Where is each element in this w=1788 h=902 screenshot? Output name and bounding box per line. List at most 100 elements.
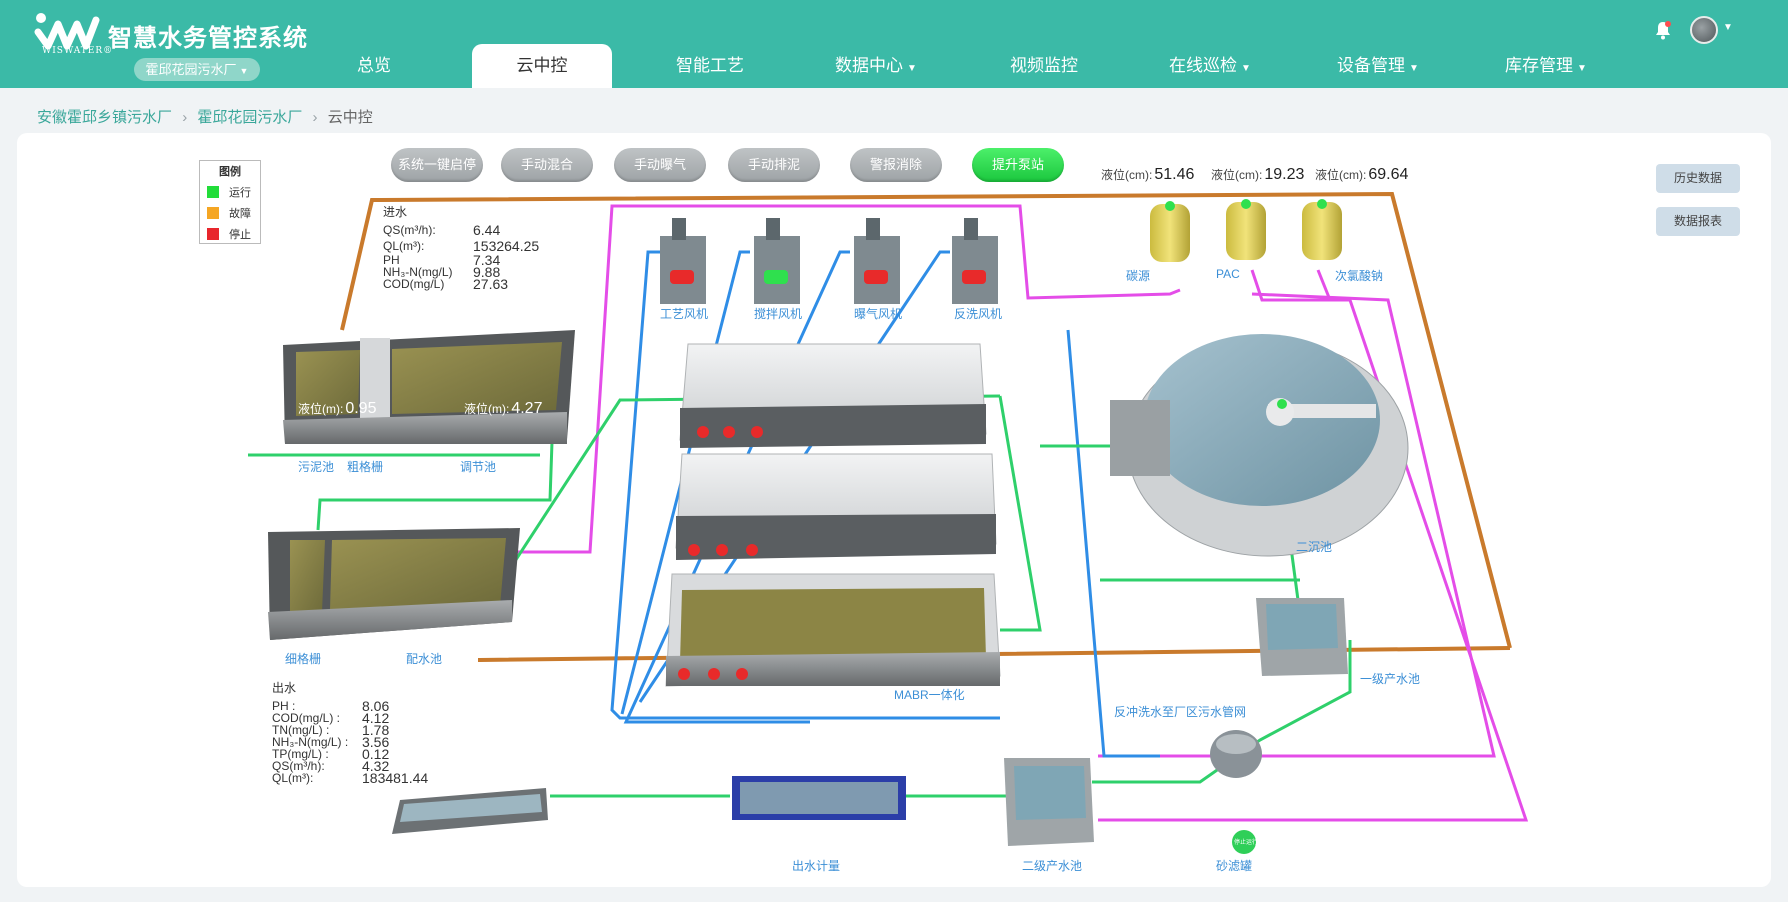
level-value: 51.46 <box>1154 166 1195 183</box>
avatar[interactable] <box>1690 16 1718 44</box>
tank-level-label: 液位(m): <box>298 402 344 416</box>
chevron-down-icon: ▼ <box>239 66 249 76</box>
outflow-row: NH₃-N(mg/L) : 3.56 <box>272 734 428 750</box>
magenta-pipe <box>510 204 1529 822</box>
nav-video-monitor[interactable]: 视频监控 <box>994 44 1094 88</box>
nav-label: 设备管理 <box>1337 56 1406 75</box>
nav-label: 智能工艺 <box>676 56 744 75</box>
carbon-source-label: 碳源 <box>1126 269 1151 283</box>
sodium-hypochlorite-label: 次氯酸钠 <box>1335 269 1384 283</box>
nav-label: 数据中心 <box>835 56 904 75</box>
legend-swatch-stop <box>207 228 219 240</box>
secondary-clarifier-label: 二沉池 <box>1296 540 1333 554</box>
param-value: 4.12 <box>362 710 390 726</box>
history-data-button[interactable]: 历史数据 <box>1656 164 1740 193</box>
chevron-down-icon: ▼ <box>1241 63 1251 74</box>
nav-label: 总览 <box>357 56 391 75</box>
lift-pump-station-button[interactable]: 提升泵站 <box>972 148 1064 182</box>
breadcrumb-item[interactable]: 霍邱花园污水厂 <box>197 109 303 126</box>
chevron-right-icon: › <box>182 109 188 126</box>
inflow-row: NH₃-N(mg/L) 9.88 <box>383 264 539 280</box>
data-report-button[interactable]: 数据报表 <box>1656 207 1740 236</box>
bell-icon[interactable] <box>1654 20 1672 40</box>
outflow-row: TP(mg/L) :0.12 <box>272 746 428 762</box>
chemical-tanks <box>1150 199 1342 262</box>
tank-level-value: 0.95 <box>345 400 377 417</box>
backwash-pipe-label: 反冲洗水至厂区污水管网 <box>1114 705 1247 719</box>
red-valves <box>678 426 763 680</box>
breadcrumb-item[interactable]: 安徽霍邱乡镇污水厂 <box>37 109 173 126</box>
manual-aeration-button[interactable]: 手动曝气 <box>614 148 706 182</box>
primary-product-pool-tank <box>1256 598 1348 676</box>
inflow-row: COD(mg/L)27.63 <box>383 276 539 292</box>
top-header: WISWATER® 智慧水务管控系统 霍邱花园污水厂▼ 总览 云中控 智能工艺 … <box>0 0 1788 88</box>
param-value: 27.63 <box>473 276 509 292</box>
param-value: 0.12 <box>362 746 390 762</box>
nav-label: 云中控 <box>516 56 568 75</box>
param-key: NH₃-N(mg/L) : <box>272 735 349 749</box>
level-readout: 液位(cm):51.46 <box>1101 166 1194 184</box>
logo-text: WISWATER® <box>42 46 114 56</box>
legend-item: 运行 <box>207 184 260 200</box>
nav-cloud-control[interactable]: 云中控 <box>472 44 612 88</box>
secondary-product-pool-label: 二级产水池 <box>1022 859 1083 873</box>
level-label: 液位(cm): <box>1101 168 1153 182</box>
outflow-title: 出水 <box>272 681 297 695</box>
legend-label: 故障 <box>229 208 251 220</box>
param-value: 3.56 <box>362 734 390 750</box>
system-start-stop-button[interactable]: 系统一键启停 <box>391 148 483 182</box>
tank-level-value: 4.27 <box>511 400 543 417</box>
mabr-label: MABR一体化 <box>894 688 965 702</box>
nav-inventory[interactable]: 库存管理▼ <box>1496 44 1596 88</box>
chevron-down-icon[interactable]: ▼ <box>1723 22 1733 33</box>
nav-equipment[interactable]: 设备管理▼ <box>1328 44 1428 88</box>
legend-item: 停止 <box>207 226 260 242</box>
outflow-data: 出水 PH :8.06 COD(mg/L) :4.12 TN(mg/L) :1.… <box>272 681 428 785</box>
outflow-row: COD(mg/L) :4.12 <box>272 710 428 726</box>
sludge-pool-label: 污泥池 <box>298 460 335 474</box>
backwash-fan-label: 反洗风机 <box>954 307 1003 321</box>
sand-filter-tank <box>1210 730 1262 854</box>
sand-filter-label: 砂滤罐 <box>1216 859 1253 873</box>
param-key: PH : <box>272 699 296 713</box>
chevron-down-icon: ▼ <box>1409 63 1419 74</box>
param-value: 9.88 <box>473 264 501 280</box>
sand-filter-status-badge[interactable]: 停止运行 <box>1234 840 1259 846</box>
nav-smart-process[interactable]: 智能工艺 <box>660 44 760 88</box>
wiswater-logo-icon <box>34 13 100 50</box>
param-value: 153264.25 <box>473 238 540 254</box>
legend: 图例 运行 故障 停止 <box>199 160 261 244</box>
chevron-right-icon: › <box>312 109 318 126</box>
regulating-pool-label: 调节池 <box>460 460 497 474</box>
bio-reactor <box>665 343 1001 687</box>
plant-select[interactable]: 霍邱花园污水厂▼ <box>134 58 260 81</box>
outflow-channel <box>392 788 548 834</box>
nav-data-center[interactable]: 数据中心▼ <box>826 44 926 88</box>
outflow-meter <box>732 776 906 820</box>
param-key: TN(mg/L) : <box>272 723 330 737</box>
legend-label: 停止 <box>229 229 251 241</box>
secondary-product-pool-tank <box>1004 758 1094 846</box>
level-label: 液位(cm): <box>1315 168 1367 182</box>
param-key: NH₃-N(mg/L) <box>383 265 453 279</box>
param-value: 4.32 <box>362 758 390 774</box>
manual-mix-button[interactable]: 手动混合 <box>501 148 593 182</box>
mixing-fan-label: 搅拌风机 <box>754 307 803 321</box>
param-value: 6.44 <box>473 222 501 238</box>
legend-item: 故障 <box>207 205 260 221</box>
breadcrumb-current: 云中控 <box>327 109 373 126</box>
app-title: 智慧水务管控系统 <box>108 25 308 52</box>
outflow-row: PH :8.06 <box>272 699 428 713</box>
alarm-clear-button[interactable]: 警报消除 <box>850 148 942 182</box>
manual-sludge-discharge-button[interactable]: 手动排泥 <box>728 148 820 182</box>
param-key: PH <box>383 253 400 267</box>
tank-level-label: 液位(m): <box>464 402 510 416</box>
nav-overview[interactable]: 总览 <box>322 44 426 88</box>
plant-select-value: 霍邱花园污水厂 <box>145 62 237 77</box>
nav-label: 库存管理 <box>1505 56 1574 75</box>
level-readout: 液位(cm):69.64 <box>1315 166 1408 184</box>
nav-online-patrol[interactable]: 在线巡检▼ <box>1160 44 1260 88</box>
process-fan-label: 工艺风机 <box>660 307 709 321</box>
